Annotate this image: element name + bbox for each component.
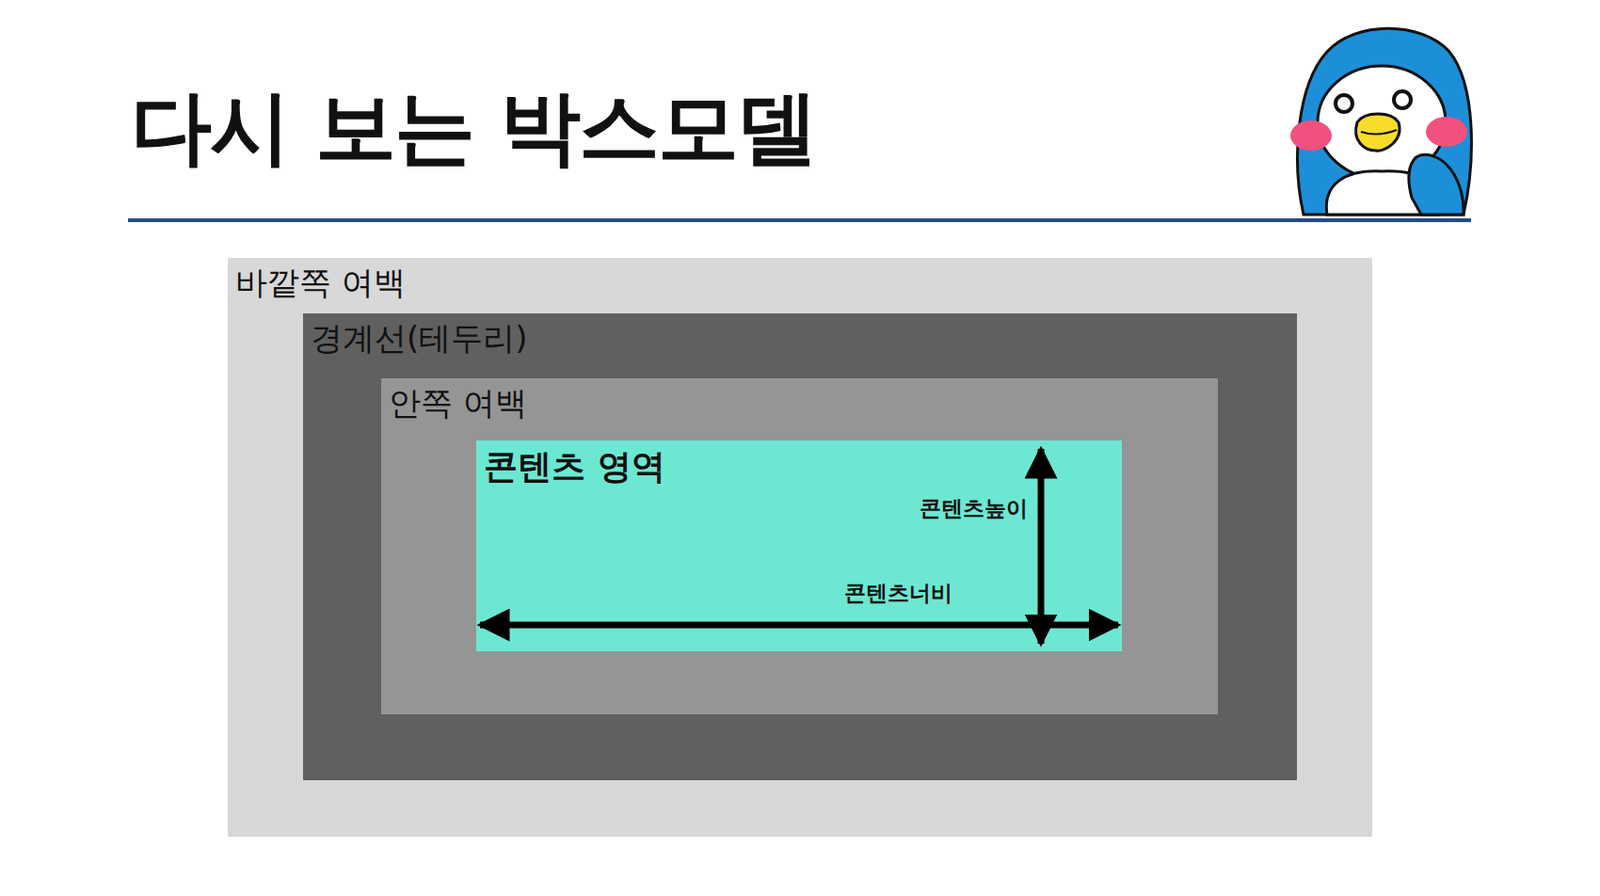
box-label: 경계선(테두리) [303, 313, 528, 358]
slide-title: 다시 보는 박스모델 [130, 73, 816, 184]
margin-box: 바깥쪽 여백경계선(테두리) 안쪽 여백콘텐츠 영역콘텐츠높이콘텐츠너비 [227, 257, 1373, 837]
width-arrow [480, 622, 1119, 629]
padding-box: 안쪽 여백콘텐츠 영역콘텐츠높이콘텐츠너비 [381, 378, 1218, 715]
height-arrow [1038, 448, 1045, 644]
title-rule [128, 218, 1472, 223]
penguin-illustration [1290, 28, 1472, 215]
box-label: 콘텐츠 영역 [476, 440, 666, 487]
width-label: 콘텐츠너비 [844, 581, 953, 606]
height-label: 콘텐츠높이 [919, 496, 1028, 521]
border-box: 경계선(테두리) 안쪽 여백콘텐츠 영역콘텐츠높이콘텐츠너비 [303, 313, 1297, 781]
box-label: 안쪽 여백 [381, 378, 528, 423]
content-box: 콘텐츠 영역콘텐츠높이콘텐츠너비 [476, 440, 1122, 652]
box-label: 바깥쪽 여백 [227, 257, 406, 303]
